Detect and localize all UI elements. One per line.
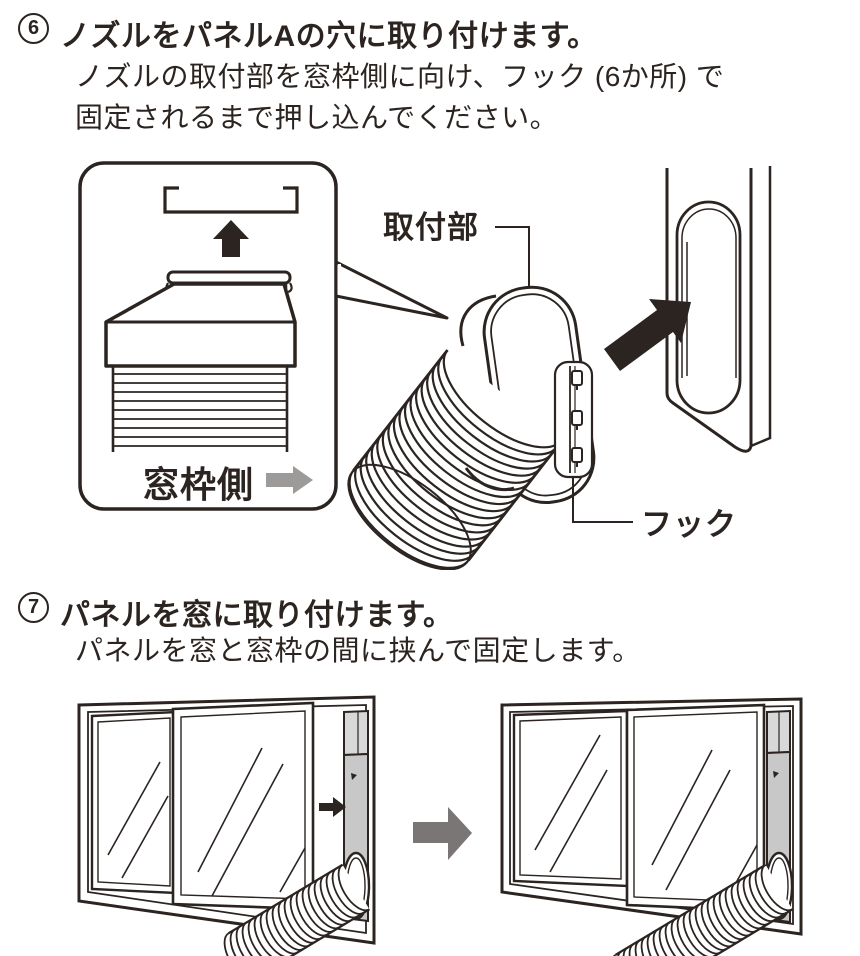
panel-a-hole [675,200,742,415]
step-6-description: ノズルの取付部を窓枠側に向け、フック (6か所) で固定されるまで押し込んでくだ… [75,56,724,138]
push-arrow-icon [319,797,346,817]
nozzle-side-view-inset: 窓枠側 [78,161,449,511]
hook-label: フック [641,507,737,542]
panel-a [665,166,772,453]
step-7-title: パネルを窓に取り付けます。 [60,599,454,632]
mounting-part-callout: 取付部 [383,210,530,287]
step-6-desc-line2: 固定されるまで押し込んでください。 [75,102,559,133]
window-pane-left [90,710,178,895]
panel-hole-bracket [163,186,299,214]
step-6-desc-line1: ノズルの取付部を窓枠側に向け、フック (6か所) で [75,61,725,92]
hook-callout: フック [572,477,737,542]
panel-hook-mark [773,771,779,778]
figure-step6-nozzle-attachment: 窓枠側 取付部 [78,161,772,570]
hose-shoulder-top [459,294,497,347]
panel-a-side-face [750,166,772,448]
gray-right-arrow-icon [266,466,313,494]
hook-tab [571,447,583,467]
hook-tab [571,410,583,430]
figure-step7-panel-in-window [77,695,803,956]
window-after [500,697,803,956]
callout-pointer [334,260,449,320]
mounting-part-label: 取付部 [383,210,479,245]
hose-shoulder-bottom [464,467,515,492]
window-pane-right [171,701,315,911]
exhaust-hose [603,863,794,956]
insert-arrow-icon [604,299,691,371]
window-frame-side-label: 窓枠側 [143,464,254,505]
window-pane-left [512,709,629,888]
nozzle-body [104,282,297,368]
nozzle-hose-corrugation [111,366,289,452]
transition-arrow-icon [413,807,472,860]
panel-hook-mark [351,773,357,780]
exhaust-hose [216,863,371,956]
step-7-number-badge: 7 [18,592,49,623]
nozzle-hose-3d [331,348,564,570]
step-6-number-badge: 6 [18,13,49,44]
step-7-desc-line1: パネルを窓と窓枠の間に挟んで固定します。 [75,635,641,666]
step-7-description: パネルを窓と窓枠の間に挟んで固定します。 [75,630,641,671]
hook-tab [571,370,583,390]
up-arrow-icon [213,220,249,257]
step-6-title: ノズルをパネルAの穴に取り付けます。 [60,20,598,53]
hook-detail [553,360,594,479]
window-pane-right [625,703,766,913]
window-before [77,695,376,956]
